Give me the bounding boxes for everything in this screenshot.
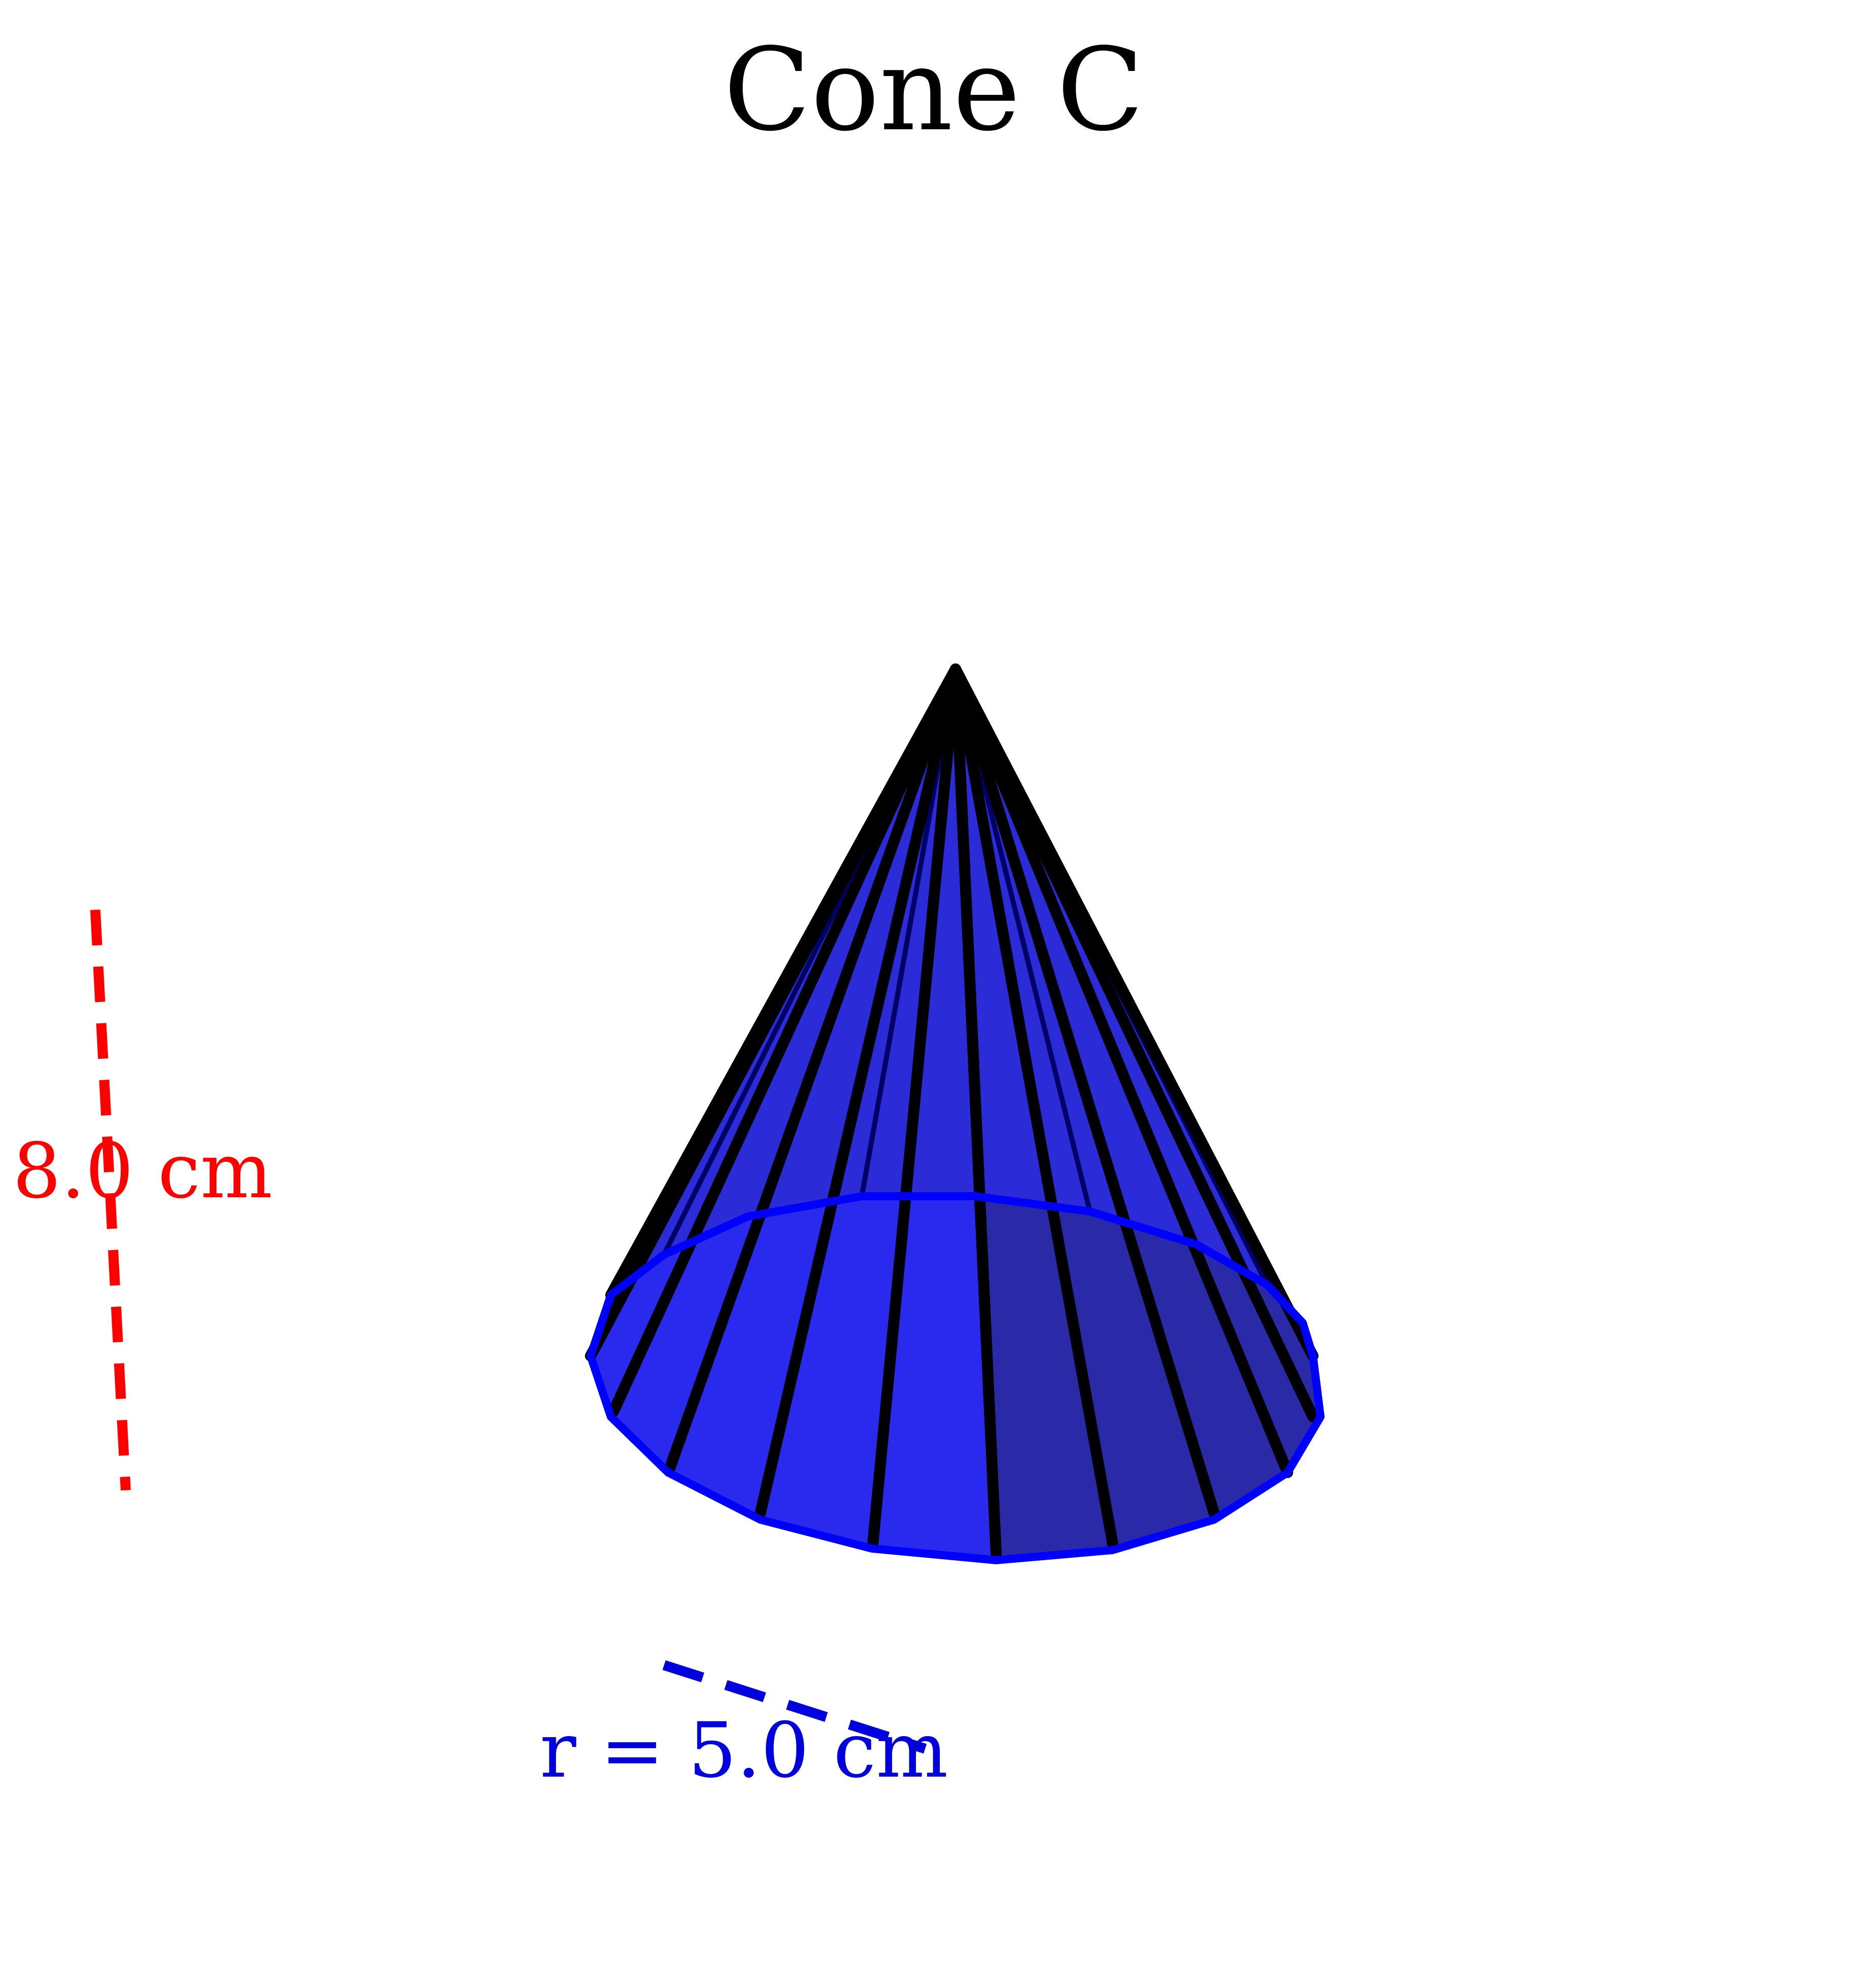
cone-back-face: [611, 669, 1313, 1356]
visible-generators: [585, 664, 1318, 1559]
height-dashed-line: [90, 909, 131, 1491]
cone: [585, 664, 1325, 1564]
radius-marker: r = 5.0 cm: [540, 1660, 948, 1795]
height-marker: 8.0 cm: [13, 909, 272, 1491]
diagram-title: Cone C: [723, 24, 1144, 157]
radius-dashed-line: [662, 1660, 927, 1754]
radius-label: r = 5.0 cm: [540, 1707, 948, 1795]
cone-base-rim: [587, 1192, 1325, 1564]
height-label: 8.0 cm: [13, 1127, 272, 1216]
